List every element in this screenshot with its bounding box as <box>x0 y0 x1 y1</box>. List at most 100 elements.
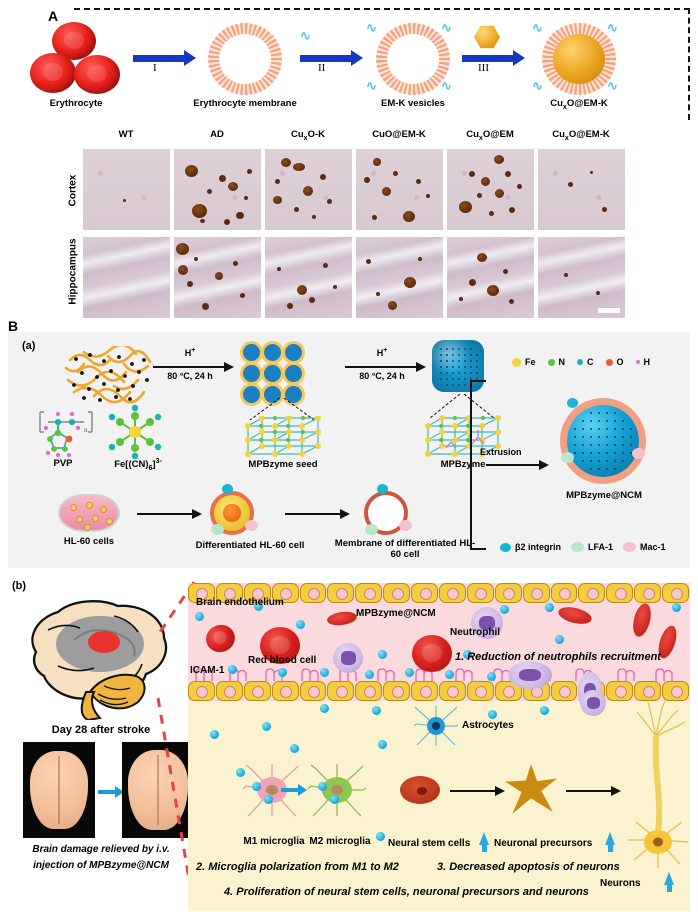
atom-legend-label-fe: Fe <box>525 357 536 367</box>
mpbzyme-ncm-nanodot <box>318 782 327 791</box>
label-neuronal-precursors: Neuronal precursors <box>494 838 593 849</box>
mpbzyme-ncm-nanodot <box>228 665 237 674</box>
emk-vesicle <box>376 23 450 95</box>
mpbzyme-ncm-nanodot <box>252 782 261 791</box>
label-red-blood-cell: Red blood cell <box>248 655 317 666</box>
mpbzyme-ncm-nanodot <box>210 730 219 739</box>
endothelium-row-bottom <box>188 681 690 701</box>
atom-legend-dot-fe <box>512 357 521 367</box>
label-mpbzyme-seed: MPBzyme seed <box>248 459 318 470</box>
up-arrow-neurons <box>664 872 674 892</box>
mpbzyme-zoom-lines <box>429 394 495 418</box>
panel-b-letter: B <box>8 318 19 334</box>
label-ferricyanide: Fe[(CN)6]3- <box>114 458 162 473</box>
histo-row-label-cortex: Cortex <box>67 174 79 207</box>
arrow-differentiate-to-neuron <box>566 786 621 796</box>
histology-image-cortex-cuxo-k <box>265 149 352 230</box>
mpbzyme-ncm-nanodot <box>405 668 414 677</box>
label-mpbzyme-ncm: MPBzyme@NCM <box>566 490 642 501</box>
reaction-arrow-2 <box>345 362 426 372</box>
label-m2-microglia: M2 microglia <box>309 836 371 847</box>
label-m1-microglia: M1 microglia <box>243 836 305 847</box>
mpbzyme-ncm-nanodot <box>320 704 329 713</box>
histo-col-header-cuxo-em: CuxO@EM <box>466 129 514 142</box>
red-blood-cell <box>260 627 300 664</box>
mpbzyme-ncm-nanodot <box>672 603 681 612</box>
atom-legend-label-o: O <box>616 357 624 367</box>
panel-a-dashed-right-border <box>688 8 690 120</box>
label-neural-stem-cells: Neural stem cells <box>388 838 471 849</box>
label-hl60-cells: HL-60 cells <box>63 536 115 547</box>
scale-bar <box>598 308 620 313</box>
brain-photo-treated <box>122 742 194 838</box>
mpbzyme-ncm-nanodot <box>488 710 497 719</box>
erythrocyte-membrane-vesicle <box>208 23 282 95</box>
arrow-membrane-extraction <box>285 509 350 519</box>
mpbzyme-nanocube <box>432 340 484 392</box>
brain-photo-title: Day 28 after stroke <box>51 724 151 736</box>
label-hl60-membrane: Membrane of differentiated HL-60 cell <box>334 538 476 560</box>
mpbzyme-ncm-nanodot <box>487 672 496 681</box>
mac1-marker <box>632 448 645 459</box>
mpbzyme-lattice <box>420 414 506 458</box>
atom-legend-dot-c <box>577 359 584 365</box>
protein-legend-dot-lfa1 <box>571 542 584 552</box>
histology-image-cuo-emk <box>356 149 443 230</box>
atom-legend-label-h: H <box>643 357 651 367</box>
histology-image-grid <box>83 149 628 318</box>
brain-photo-untreated <box>23 742 95 838</box>
brain-specimen-damaged <box>30 751 88 829</box>
reaction-condition-2-bottom: 80 °C, 24 h <box>359 371 405 381</box>
lfa1-marker <box>561 452 574 463</box>
histo-col-header-cuxo-emk: CuxO@EM-K <box>552 129 610 142</box>
mpbzyme-ncm-nanodot <box>372 706 381 715</box>
peptide-squiggle-icon: ∿ <box>607 78 618 93</box>
label-neurons: Neurons <box>600 878 641 889</box>
label-pvp: PVP <box>53 458 73 469</box>
peptide-squiggle-icon: ∿ <box>300 28 311 43</box>
protein-legend-label-lfa1: LFA-1 <box>588 542 614 552</box>
histo-row-label-hippocampus: Hippocampus <box>67 238 79 305</box>
seed-zoom-lines <box>249 398 315 420</box>
reaction-arrow-1 <box>153 362 234 372</box>
stage-label-erythrocyte: Erythrocyte <box>49 98 103 109</box>
cuxo-emk-nanoparticle <box>542 23 616 95</box>
atom-legend-label-n: N <box>558 357 566 367</box>
mpbzyme-ncm-nanodot <box>463 650 472 659</box>
svg-text:n: n <box>84 426 88 434</box>
panel-b-b-sublabel: (b) <box>12 580 27 592</box>
histo-col-header-wt: WT <box>118 129 134 140</box>
atom-legend-dot-o <box>605 358 613 366</box>
stage-label-cuxo-emk: CuxO@EM-K <box>550 98 608 111</box>
peptide-squiggle-icon: ∿ <box>532 78 543 93</box>
mpbzyme-ncm-nanodot <box>195 612 204 621</box>
brain-photo-caption-line1: Brain damage relieved by i.v. <box>32 844 170 855</box>
peptide-squiggle-icon: ∿ <box>607 20 618 35</box>
mpbzyme-ncm-nanodot <box>365 670 374 679</box>
brain-schematic <box>31 600 168 720</box>
neutrophil <box>471 607 503 639</box>
histo-col-header-cuo-emk: CuO@EM-K <box>372 129 426 140</box>
step-numeral-1: I <box>153 62 157 74</box>
peptide-squiggle-icon: ∿ <box>532 20 543 35</box>
step-numeral-2: II <box>318 62 326 74</box>
ferricyanide-structure <box>104 404 166 460</box>
mpbzyme-ncm-nanodot <box>290 744 299 753</box>
reaction-condition-1-bottom: 80 °C, 24 h <box>167 371 213 381</box>
arrow-treatment <box>98 786 124 798</box>
mpbzyme-ncm-nanodot <box>555 635 564 644</box>
up-arrow-nsc <box>479 832 489 852</box>
protein-legend-dot-mac1 <box>623 542 637 552</box>
reaction-condition-2-top: H+ <box>376 347 388 358</box>
histology-image-hippocampus-wt <box>83 237 170 318</box>
neural-stem-cell <box>400 776 440 804</box>
mpbzyme-lattice-dots <box>438 346 478 386</box>
reaction-condition-1-top: H+ <box>184 347 196 358</box>
mpbzyme-ncm-particle <box>560 398 646 484</box>
mpbzyme-seed-lattice <box>240 416 326 458</box>
protein-legend-label-b2-integrin: β2 integrin <box>515 542 561 552</box>
neutrophil-transmigrating <box>580 690 606 716</box>
arrow-differentiate-to-precursor <box>450 786 505 796</box>
histology-image-cortex-wt <box>83 149 170 230</box>
